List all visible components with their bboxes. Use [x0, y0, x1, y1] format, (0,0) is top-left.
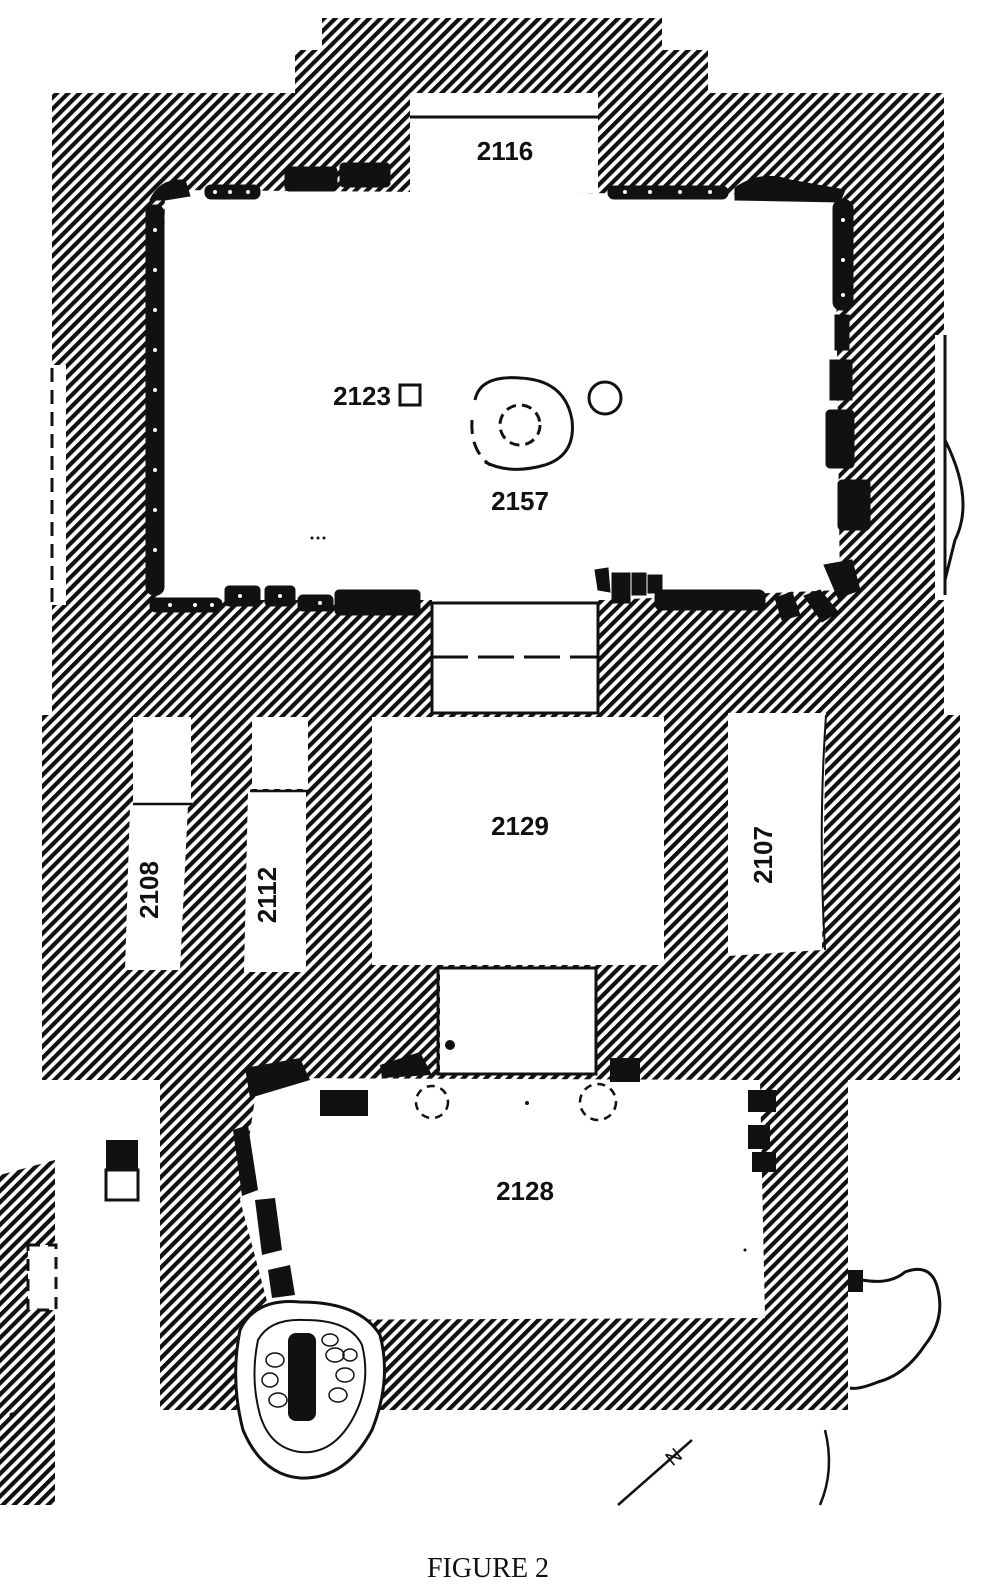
figure-caption: FIGURE 2	[427, 1553, 549, 1584]
room-label-2116: 2116	[477, 136, 533, 166]
room-label-2128: 2128	[496, 1176, 554, 1206]
room-label-2108: 2108	[134, 861, 164, 919]
feature-label-2123: 2123	[333, 381, 391, 411]
stone-dots	[153, 190, 845, 607]
west-marker	[104, 1140, 140, 1202]
doorway-south	[436, 966, 598, 1076]
room-openings	[52, 93, 965, 1320]
stone-wall-2157	[145, 162, 871, 623]
feature-2123-square	[398, 383, 422, 407]
top-projection	[295, 18, 708, 95]
doorway-north	[430, 601, 600, 715]
room-label-2157: 2157	[491, 486, 549, 516]
stone-wall-2128	[233, 1052, 863, 1298]
room-label-2129: 2129	[491, 811, 549, 841]
room-label-2107: 2107	[748, 826, 778, 884]
room-label-2112: 2112	[252, 867, 282, 923]
west-strip	[0, 1160, 55, 1505]
north-arrow-icon	[617, 1429, 831, 1506]
sw-pit	[234, 1300, 386, 1480]
east-pit-outline	[849, 1267, 942, 1390]
central-feature	[470, 376, 623, 471]
